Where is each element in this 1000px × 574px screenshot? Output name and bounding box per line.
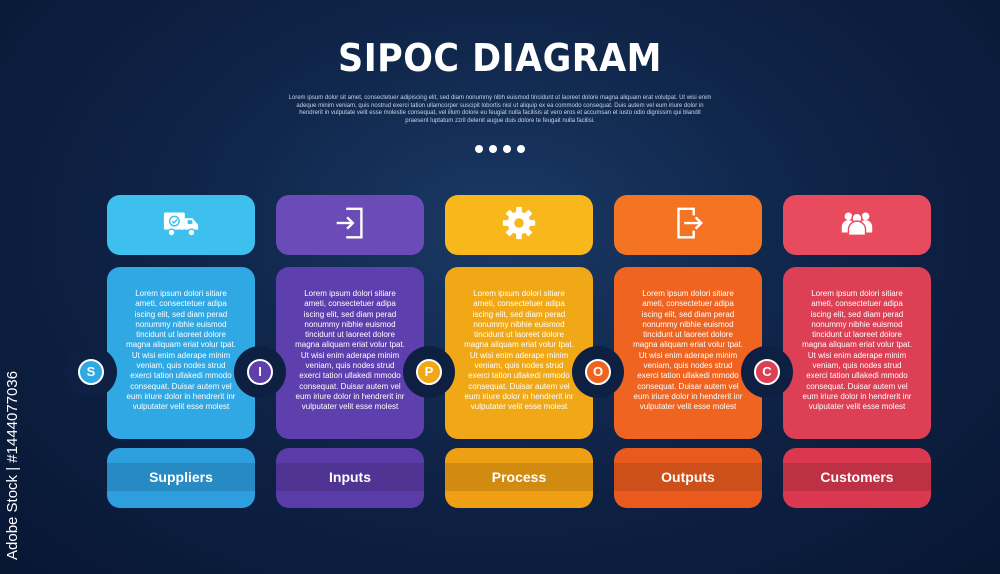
label-box: Process — [445, 448, 593, 508]
column-label: Inputs — [329, 469, 371, 485]
dot — [517, 145, 525, 153]
dot — [503, 145, 511, 153]
gear-icon — [500, 204, 538, 247]
sipoc-column-inputs: Lorem ipsum dolori sitiare ameti, consec… — [276, 195, 424, 511]
description-box: Lorem ipsum dolori sitiare ameti, consec… — [614, 267, 762, 439]
description-box: Lorem ipsum dolori sitiare ameti, consec… — [783, 267, 931, 439]
label-box: Suppliers — [107, 448, 255, 508]
label-box: Outputs — [614, 448, 762, 508]
sign-out-icon — [669, 204, 707, 247]
description-text: Lorem ipsum dolori sitiare ameti, consec… — [295, 289, 405, 412]
letter-circle-o: O — [585, 359, 611, 385]
letter-circle-c: C — [754, 359, 780, 385]
delivery-truck-icon — [162, 204, 200, 247]
label-box: Customers — [783, 448, 931, 508]
column-label: Outputs — [661, 469, 715, 485]
column-label: Process — [491, 469, 547, 485]
sipoc-column-process: Lorem ipsum dolori sitiare ameti, consec… — [445, 195, 593, 511]
letter-circle-p: P — [416, 359, 442, 385]
icon-box — [445, 195, 593, 255]
users-group-icon — [838, 204, 876, 247]
column-label: Suppliers — [149, 469, 213, 485]
stock-watermark-id: Adobe Stock | #1444077036 — [4, 370, 21, 560]
sign-in-icon — [331, 204, 369, 247]
sipoc-column-outputs: Lorem ipsum dolori sitiare ameti, consec… — [614, 195, 762, 511]
icon-box — [276, 195, 424, 255]
description-box: Lorem ipsum dolori sitiare ameti, consec… — [107, 267, 255, 439]
dot — [489, 145, 497, 153]
icon-box — [783, 195, 931, 255]
description-box: Lorem ipsum dolori sitiare ameti, consec… — [276, 267, 424, 439]
description-text: Lorem ipsum dolori sitiare ameti, consec… — [802, 289, 912, 412]
description-text: Lorem ipsum dolori sitiare ameti, consec… — [464, 289, 574, 412]
description-text: Lorem ipsum dolori sitiare ameti, consec… — [633, 289, 743, 412]
icon-box — [614, 195, 762, 255]
page-subtitle: Lorem ipsum dolor sit amet, consectetuer… — [288, 95, 712, 124]
pagination-dots — [475, 145, 525, 153]
page-title: SIPOC DIAGRAM — [338, 36, 662, 80]
dot — [475, 145, 483, 153]
description-text: Lorem ipsum dolori sitiare ameti, consec… — [126, 289, 236, 412]
letter-circle-i: I — [247, 359, 273, 385]
description-box: Lorem ipsum dolori sitiare ameti, consec… — [445, 267, 593, 439]
sipoc-column-customers: Lorem ipsum dolori sitiare ameti, consec… — [783, 195, 931, 511]
sipoc-column-suppliers: Lorem ipsum dolori sitiare ameti, consec… — [107, 195, 255, 511]
column-label: Customers — [820, 469, 894, 485]
letter-circle-s: S — [78, 359, 104, 385]
icon-box — [107, 195, 255, 255]
label-box: Inputs — [276, 448, 424, 508]
